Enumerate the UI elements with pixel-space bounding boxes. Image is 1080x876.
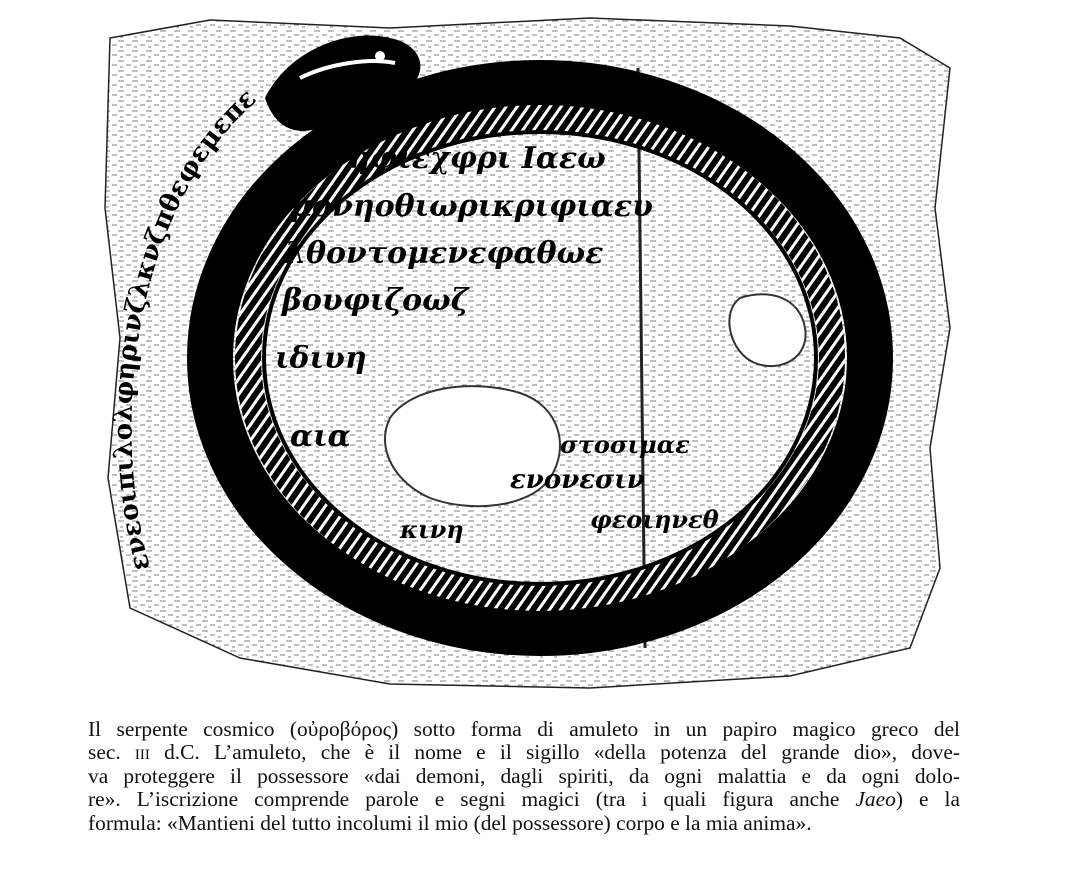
caption-line-3: va proteggere il possessore «dai demoni,… <box>88 763 960 788</box>
papyrus-row: λθοντομενεφαθωε <box>283 236 603 271</box>
sheet-join <box>636 67 647 649</box>
papyrus-row: μονηοθιωρικριφιαευ <box>290 189 653 224</box>
serpent-head <box>265 35 439 131</box>
papyrus-row: φεοιηνεθ <box>590 505 719 534</box>
papyrus-row: αια <box>290 419 351 454</box>
papyrus-lacuna <box>384 385 561 508</box>
caption-line-2: sec. iii d.C. L’amuleto, che è il nome e… <box>88 740 960 765</box>
papyrus-row: ιδιυη <box>275 341 367 376</box>
caption-line-1: Il serpente cosmico (οὐροβόρος) sotto fo… <box>88 717 961 741</box>
century-numeral: iii <box>134 740 150 765</box>
papyrus-row: στοσιμαε <box>560 430 690 459</box>
papyrus-text: κνηφιεχφρι Ιαεω μονηοθιωρικριφιαευ λθοντ… <box>275 141 719 544</box>
serpent-inner-edge <box>262 130 818 586</box>
serpent-scales <box>235 105 845 611</box>
caption-line-5: formula: «Mantieni del tutto incolumi il… <box>88 810 812 835</box>
greek-word: οὐροβόρος <box>297 717 392 741</box>
papyrus-row: βουφιζοωζ <box>281 283 471 318</box>
serpent-body <box>187 60 893 656</box>
papyrus-lacuna-right <box>728 293 807 368</box>
figure-caption: Il serpente cosmico (οὐροβόρος) sotto fo… <box>88 717 961 835</box>
papyrus-row: κνηφιεχφρι Ιαεω <box>304 141 606 176</box>
italic-term: Jaeo <box>855 787 896 812</box>
papyrus-row: κινη <box>399 515 464 544</box>
papyrus-row: ενονεσιν <box>510 465 645 495</box>
caption-line-4: re». L’iscrizione comprende parole e seg… <box>88 787 960 812</box>
ouroboros-papyrus-figure: κνηφιεχφρι Ιαεω μονηοθιωρικριφιαευ λθοντ… <box>90 8 960 698</box>
papyrus-illustration: κνηφιεχφρι Ιαεω μονηοθιωρικριφιαευ λθοντ… <box>90 8 951 689</box>
